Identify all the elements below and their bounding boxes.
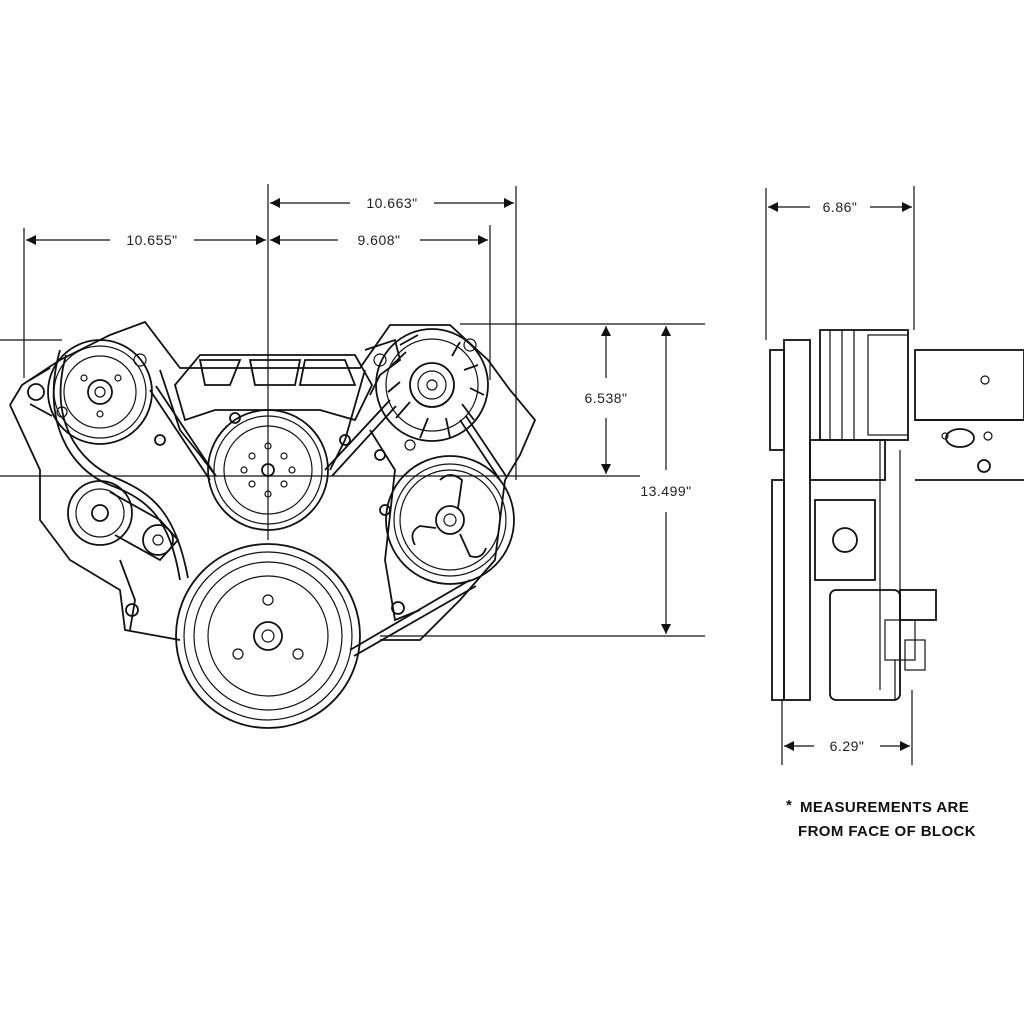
- water-pump-pulley: [207, 409, 329, 531]
- note-bullet: *: [786, 797, 792, 814]
- power-steering-pulley: [385, 455, 515, 585]
- side-view: 6.86" 6.29": [765, 186, 1024, 765]
- extension-lines: [0, 184, 705, 637]
- dim-front-left-width: 10.655": [126, 232, 177, 248]
- dim-overall-height: 13.499": [640, 483, 691, 499]
- note-line-2: FROM FACE OF BLOCK: [798, 823, 976, 840]
- side-dimension-lines: [768, 202, 912, 751]
- alternator: [364, 328, 489, 451]
- dim-front-top-span: 10.663": [366, 195, 417, 211]
- dim-side-bottom-depth: 6.29": [830, 738, 865, 754]
- front-view: 10.655" 10.663" 9.608" 6.538" 13.499": [0, 184, 705, 729]
- dim-front-inner-span: 9.608": [357, 232, 400, 248]
- dim-alternator-height: 6.538": [584, 390, 627, 406]
- dim-side-top-depth: 6.86": [823, 199, 858, 215]
- ac-compressor-pulley: [27, 339, 153, 445]
- front-dimension-lines: [26, 198, 671, 634]
- side-assembly: [769, 329, 1024, 701]
- serpentine-belt: [52, 349, 507, 657]
- measurement-note: * MEASUREMENTS ARE FROM FACE OF BLOCK: [786, 797, 976, 840]
- engine-block-outline: [9, 320, 537, 641]
- belt-tensioner: [67, 480, 180, 562]
- side-extension-lines: [765, 186, 915, 765]
- note-line-1: MEASUREMENTS ARE: [800, 799, 969, 816]
- crankshaft-pulley: [175, 543, 361, 729]
